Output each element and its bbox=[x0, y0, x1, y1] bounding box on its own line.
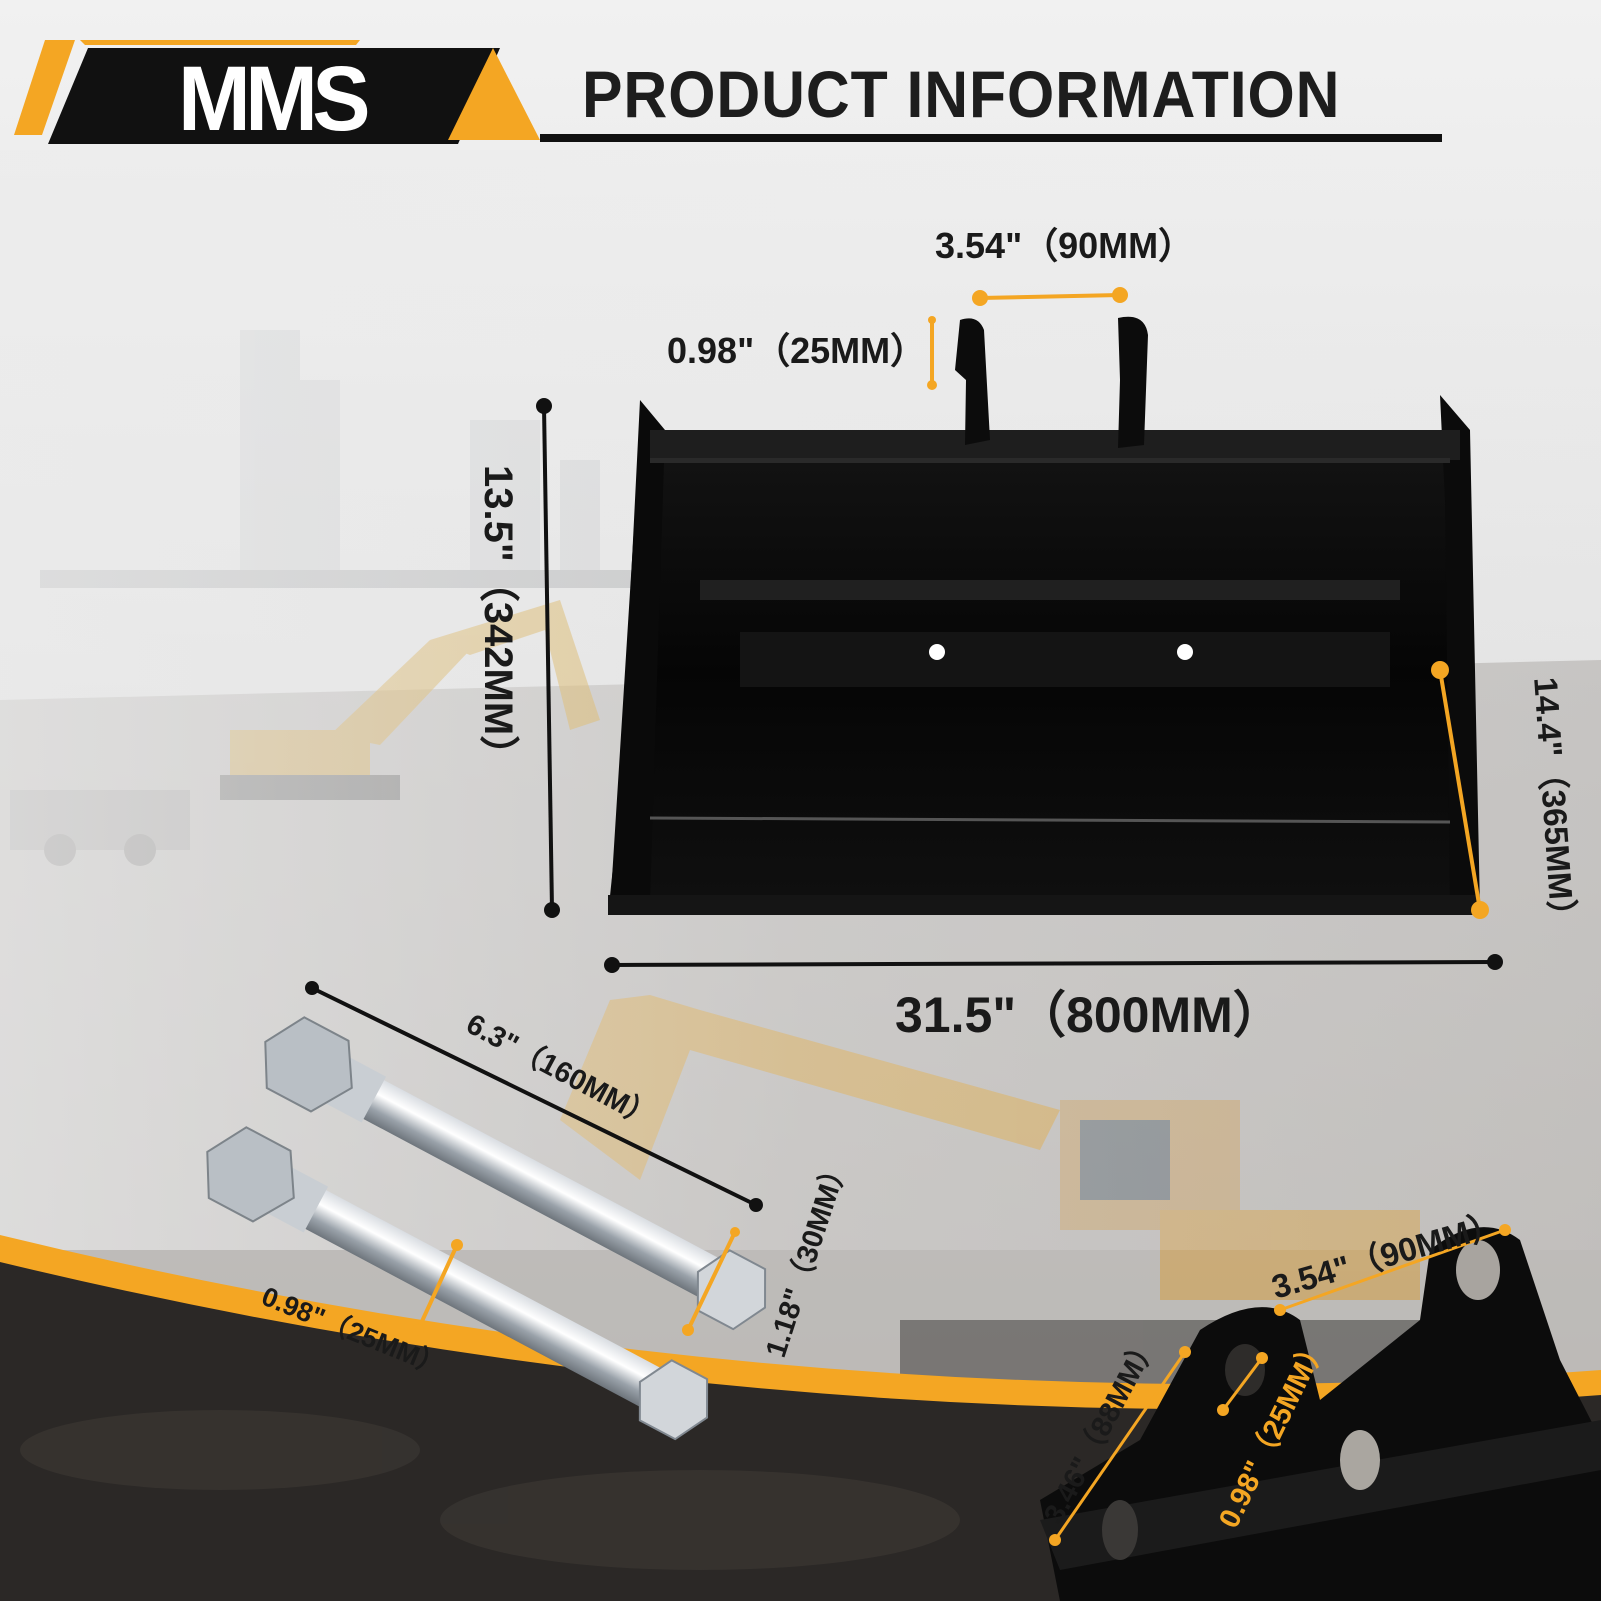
ear-spacing-label: 3.54"（90MM） bbox=[935, 225, 1195, 266]
ear-thickness-label: 0.98"（25MM） bbox=[667, 330, 927, 371]
bucket-image bbox=[608, 316, 1480, 915]
bucket-dimension-lines bbox=[536, 287, 1503, 973]
bucket-height-label: 13.5"（342MM） bbox=[476, 465, 520, 776]
bucket-width-label: 31.5"（800MM） bbox=[895, 987, 1283, 1043]
pins-image bbox=[206, 981, 767, 1441]
brand-logo: MMS bbox=[178, 48, 370, 150]
header-banner bbox=[14, 40, 1442, 144]
ear-detail-image bbox=[1040, 1224, 1601, 1601]
page-title: PRODUCT INFORMATION bbox=[582, 57, 1341, 131]
